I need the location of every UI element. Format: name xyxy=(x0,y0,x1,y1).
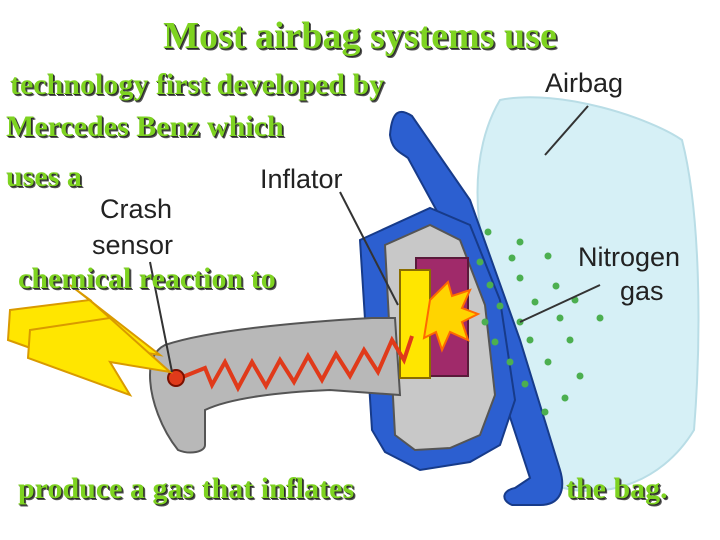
gas-dot xyxy=(521,380,529,388)
gas-dot xyxy=(526,336,534,344)
body-line-1: technology first developed by xyxy=(10,68,385,101)
label-gas: gas xyxy=(620,276,664,306)
gas-dot xyxy=(576,372,584,380)
inflator-leader xyxy=(339,191,399,306)
sensor-tube xyxy=(148,317,402,454)
gas-dot xyxy=(491,338,499,346)
gas-dot xyxy=(596,314,604,322)
gas-dot xyxy=(544,358,552,366)
body-line-2: Mercedes Benz which xyxy=(6,110,284,143)
gas-dot xyxy=(484,228,492,236)
body-line-3: uses a xyxy=(6,160,82,193)
gas-dot xyxy=(556,314,564,322)
gas-dot xyxy=(486,281,494,289)
gas-dot xyxy=(476,258,484,266)
label-airbag: Airbag xyxy=(545,68,623,98)
gas-dot xyxy=(541,408,549,416)
gas-dot xyxy=(508,254,516,262)
gas-dot xyxy=(506,358,514,366)
nitrogen-leader xyxy=(519,284,601,323)
slide-title: Most airbag systems use xyxy=(163,15,557,57)
gas-dot xyxy=(496,302,504,310)
airbag-shape xyxy=(476,96,700,493)
sensor-leader xyxy=(149,261,173,373)
body-line-4: chemical reaction to xyxy=(18,262,276,295)
gas-dot xyxy=(561,394,569,402)
gas-dot xyxy=(516,238,524,246)
explosion-burst xyxy=(422,280,481,353)
gas-dot xyxy=(544,252,552,260)
gas-dot xyxy=(566,336,574,344)
gas-dot xyxy=(516,274,524,282)
body-line-6: the bag. xyxy=(566,472,668,505)
gas-dot xyxy=(531,298,539,306)
label-crash: Crash xyxy=(100,194,172,224)
label-sensor: sensor xyxy=(92,230,173,260)
label-inflator: Inflator xyxy=(260,164,343,194)
body-line-5: produce a gas that inflates xyxy=(18,472,355,505)
airbag-leader xyxy=(544,105,589,156)
gas-dot xyxy=(552,282,560,290)
label-nitrogen: Nitrogen xyxy=(578,242,680,272)
gas-dot xyxy=(481,318,489,326)
sensor-wire xyxy=(179,335,414,393)
crash-sensor-dot xyxy=(167,369,185,387)
impact-bolt xyxy=(26,301,174,397)
